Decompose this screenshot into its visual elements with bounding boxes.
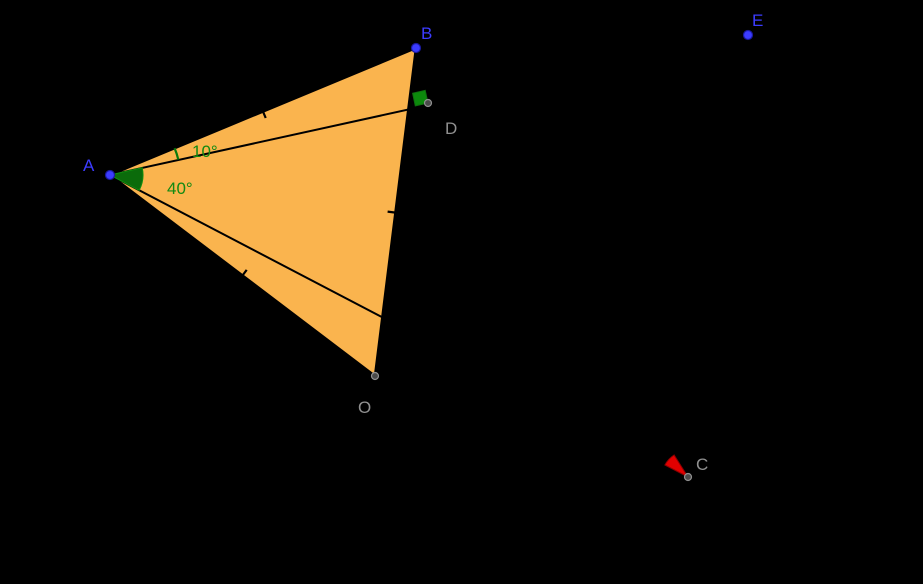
point-D[interactable] [423, 98, 433, 108]
point-label-C: C [696, 455, 708, 474]
point-label-D: D [445, 119, 457, 138]
point-O[interactable] [370, 371, 380, 381]
point-E[interactable] [742, 29, 754, 41]
angle-marker-DAC-40[interactable] [108, 167, 144, 191]
tick-mark-side-AO [237, 269, 248, 282]
point-label-O: O [358, 398, 371, 417]
point-label-B: B [421, 24, 432, 43]
line-B-C[interactable] [415, 47, 689, 478]
line-A-C[interactable] [109, 174, 689, 478]
point-C[interactable] [683, 472, 693, 482]
point-label-E: E [752, 11, 763, 30]
angle-label-40: 40° [167, 179, 193, 198]
angle-label-10: 10° [192, 142, 218, 161]
point-label-A: A [83, 156, 95, 175]
point-A[interactable] [104, 169, 116, 181]
tick-mark-side-AB [259, 104, 267, 119]
point-B[interactable] [410, 42, 422, 54]
tick-mark-side-BO [387, 210, 402, 215]
angle-marker-ACB-red[interactable] [664, 454, 690, 479]
angle-marker-BAD-10[interactable] [173, 147, 180, 160]
